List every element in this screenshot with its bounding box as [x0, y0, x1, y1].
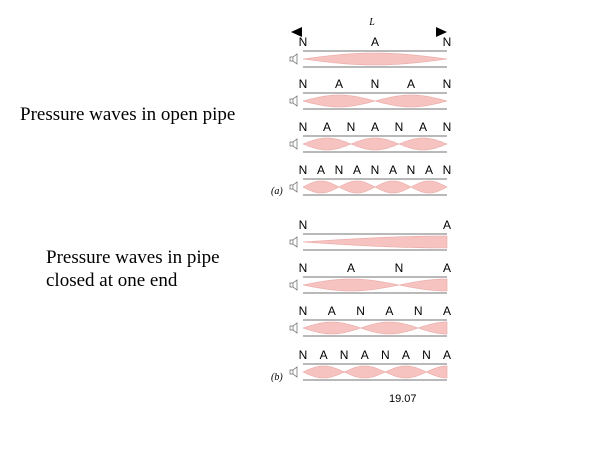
antinode-label: A — [389, 163, 397, 177]
node-label: N — [299, 261, 308, 275]
node-label: N — [299, 77, 308, 91]
node-label: N — [335, 163, 344, 177]
speaker-icon — [289, 366, 298, 378]
antinode-label: A — [323, 120, 331, 134]
node-label: N — [356, 304, 365, 318]
node-label: N — [443, 35, 452, 49]
node-label: N — [299, 304, 308, 318]
node-label: N — [299, 348, 308, 362]
speaker-icon — [289, 322, 298, 334]
length-label: L — [368, 17, 375, 28]
antinode-label: A — [385, 304, 393, 318]
antinode-label: A — [335, 77, 343, 91]
node-label: N — [299, 35, 308, 49]
antinode-label: A — [443, 218, 451, 232]
node-label: N — [422, 348, 431, 362]
panel-b-tag: (b) — [271, 372, 283, 383]
antinode-label: A — [419, 120, 427, 134]
speaker-icon — [289, 236, 298, 248]
antinode-label: A — [371, 35, 379, 49]
node-label: N — [371, 77, 380, 91]
node-label: N — [299, 163, 308, 177]
pressure-wave-envelope — [302, 235, 448, 249]
length-arrow-left-head — [291, 27, 302, 37]
speaker-icon — [289, 138, 298, 150]
caption-closed-pipe-line1: Pressure waves in pipe — [46, 247, 220, 268]
figure-number: 19.07 — [389, 393, 417, 405]
node-label: N — [443, 163, 452, 177]
panel-a-tag: (a) — [271, 186, 283, 197]
antinode-label: A — [443, 348, 451, 362]
node-label: N — [299, 218, 308, 232]
pressure-wave-envelope — [302, 321, 448, 335]
pressure-wave-envelope — [302, 137, 448, 151]
caption-closed-pipe-line2: closed at one end — [46, 270, 178, 291]
speaker-icon — [289, 53, 298, 65]
node-label: N — [381, 348, 390, 362]
antinode-label: A — [353, 163, 361, 177]
node-label: N — [395, 261, 404, 275]
pressure-wave-envelope — [302, 52, 448, 66]
pressure-wave-envelope — [302, 94, 448, 108]
node-label: N — [443, 120, 452, 134]
node-label: N — [371, 163, 380, 177]
length-arrow-right-head — [436, 27, 447, 37]
node-label: N — [340, 348, 349, 362]
node-label: N — [347, 120, 356, 134]
caption-closed-pipe: Pressure waves in pipe closed at one end — [46, 246, 220, 292]
antinode-label: A — [371, 120, 379, 134]
pressure-wave-envelope — [302, 278, 448, 292]
antinode-label: A — [361, 348, 369, 362]
node-label: N — [395, 120, 404, 134]
antinode-label: A — [347, 261, 355, 275]
pressure-wave-envelope — [302, 180, 448, 194]
antinode-label: A — [425, 163, 433, 177]
pressure-wave-envelope — [302, 365, 448, 379]
node-label: N — [414, 304, 423, 318]
antinode-label: A — [317, 163, 325, 177]
antinode-label: A — [443, 304, 451, 318]
length-arrow: L — [291, 17, 447, 37]
node-label: N — [299, 120, 308, 134]
antinode-label: A — [407, 77, 415, 91]
antinode-label: A — [443, 261, 451, 275]
speaker-icon — [289, 95, 298, 107]
antinode-label: A — [328, 304, 336, 318]
node-label: N — [407, 163, 416, 177]
speaker-icon — [289, 279, 298, 291]
antinode-label: A — [320, 348, 328, 362]
node-label: N — [443, 77, 452, 91]
antinode-label: A — [402, 348, 410, 362]
speaker-icon — [289, 181, 298, 193]
caption-open-pipe: Pressure waves in open pipe — [20, 104, 236, 125]
